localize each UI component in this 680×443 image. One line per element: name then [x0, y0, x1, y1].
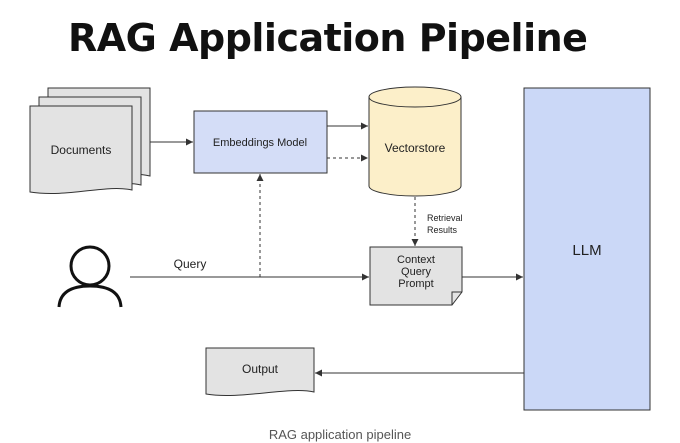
retrieval-label-line2: Results	[427, 225, 458, 235]
documents-label: Documents	[51, 143, 112, 157]
embeddings-model-box	[193, 110, 328, 174]
figure-caption: RAG application pipeline	[268, 427, 412, 442]
prompt-fold	[451, 291, 462, 305]
prompt-label-query: Query	[401, 266, 431, 278]
llm-label: LLM	[572, 242, 601, 259]
llm-box	[523, 87, 651, 411]
embeddings-model-node: Embeddings Model	[193, 110, 328, 174]
user-shoulders	[57, 284, 123, 308]
prompt-node: Context Query Prompt	[369, 246, 463, 306]
user-icon	[57, 245, 123, 308]
retrieval-label-line1: Retrieval	[427, 213, 463, 223]
vectorstore-label: Vectorstore	[385, 141, 446, 155]
query-edge-label: Query	[174, 257, 207, 271]
embeddings-model-label: Embeddings Model	[213, 137, 307, 149]
output-label: Output	[242, 362, 279, 376]
prompt-label-context: Context	[397, 254, 435, 266]
vectorstore-top	[368, 86, 462, 108]
output-node: Output	[205, 347, 315, 397]
vectorstore-node: Vectorstore	[368, 86, 462, 197]
documents-node: Documents	[29, 87, 151, 195]
user-head	[69, 245, 111, 287]
llm-node: LLM	[523, 87, 651, 411]
documents-sheet-front	[29, 105, 133, 195]
prompt-label-prompt: Prompt	[398, 278, 433, 290]
vectorstore-body	[368, 97, 462, 197]
page-title: RAG Application Pipeline	[68, 16, 588, 60]
prompt-box	[369, 246, 463, 306]
output-box	[205, 347, 315, 397]
